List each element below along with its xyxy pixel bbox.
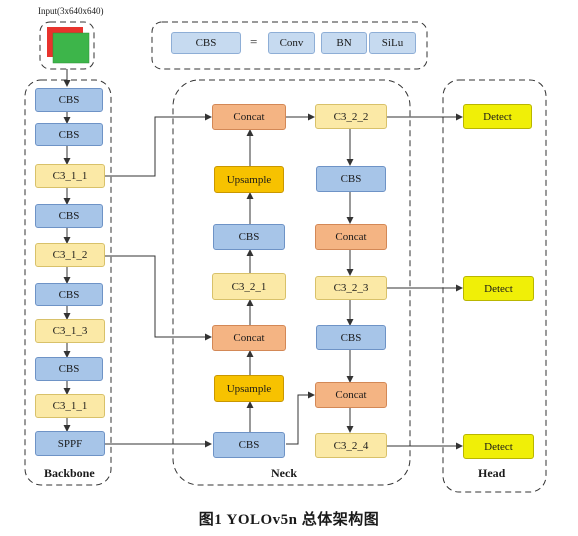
neck-node-cbs-bottom: CBS <box>213 432 285 458</box>
head-section-label: Head <box>478 466 506 480</box>
backbone-node-c3-1-1-b: C3_1_1 <box>35 394 105 418</box>
neck-node-concat-top: Concat <box>212 104 286 130</box>
neck-node-c3-2-2: C3_2_2 <box>315 104 387 129</box>
input-frame <box>39 21 95 70</box>
input-image-green <box>52 32 90 64</box>
neck-node-upsample-bottom: Upsample <box>214 375 284 402</box>
backbone-node-c3-1-2: C3_1_2 <box>35 243 105 267</box>
neck-node-c3-2-1: C3_2_1 <box>212 273 286 300</box>
neck-section-label: Neck <box>271 466 297 480</box>
neck-frame <box>172 79 411 486</box>
legend-equals: = <box>250 34 258 49</box>
neck-node-cbs-right-2: CBS <box>316 325 386 350</box>
backbone-section-label: Backbone <box>44 466 95 480</box>
backbone-node-cbs-1: CBS <box>35 88 103 112</box>
neck-node-cbs-right-1: CBS <box>316 166 386 192</box>
head-frame <box>442 79 547 493</box>
neck-node-c3-2-4: C3_2_4 <box>315 433 387 458</box>
head-node-detect-2: Detect <box>463 276 534 301</box>
head-node-detect-3: Detect <box>463 434 534 459</box>
backbone-node-c3-1-1: C3_1_1 <box>35 164 105 188</box>
input-label: Input(3x640x640) <box>38 6 104 16</box>
neck-node-concat-right-1: Concat <box>315 224 387 250</box>
neck-node-cbs-mid: CBS <box>213 224 285 250</box>
neck-node-concat-right-2: Concat <box>315 382 387 408</box>
neck-node-concat-mid: Concat <box>212 325 286 351</box>
backbone-frame <box>24 79 112 486</box>
backbone-node-cbs-4: CBS <box>35 283 103 306</box>
figure-caption: 图1 YOLOv5n 总体架构图 <box>198 512 380 528</box>
legend-cbs-box: CBS <box>171 32 241 54</box>
legend-frame <box>151 21 428 70</box>
backbone-node-cbs-2: CBS <box>35 123 103 146</box>
legend-silu-box: SiLu <box>369 32 416 54</box>
head-node-detect-1: Detect <box>463 104 532 129</box>
backbone-node-c3-1-3: C3_1_3 <box>35 319 105 343</box>
legend-bn-box: BN <box>321 32 367 54</box>
backbone-node-cbs-5: CBS <box>35 357 103 381</box>
backbone-node-sppf: SPPF <box>35 431 105 456</box>
legend-conv-box: Conv <box>268 32 315 54</box>
neck-node-upsample-top: Upsample <box>214 166 284 193</box>
backbone-node-cbs-3: CBS <box>35 204 103 228</box>
neck-node-c3-2-3: C3_2_3 <box>315 276 387 300</box>
